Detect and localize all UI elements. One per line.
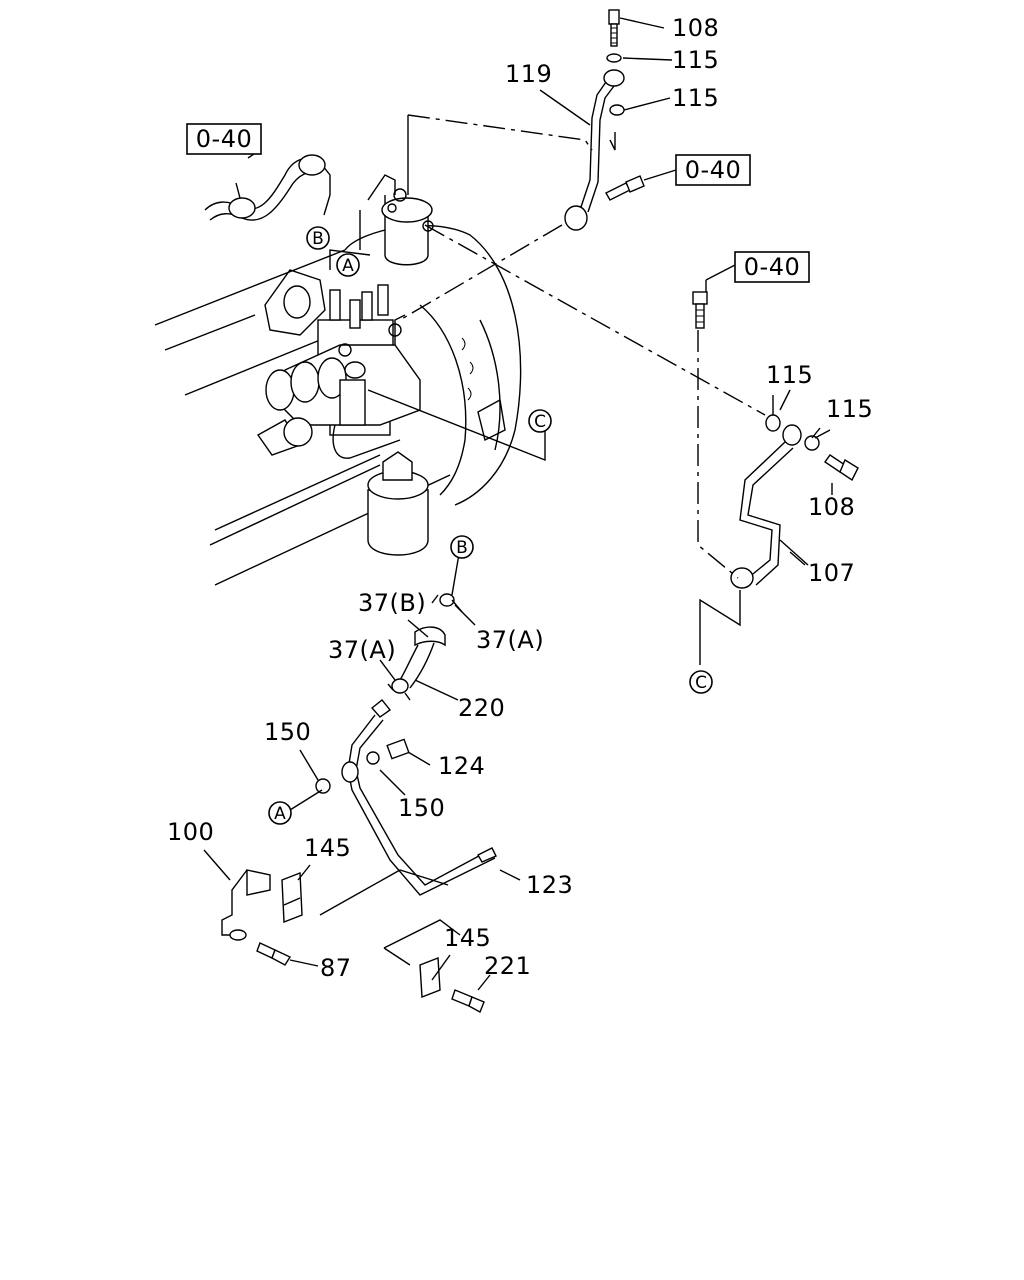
part-label-115-d[interactable]: 115 <box>826 395 873 423</box>
part-label-87[interactable]: 87 <box>320 954 352 982</box>
part-label-100[interactable]: 100 <box>167 818 214 846</box>
lower-fuel-filter <box>367 451 429 556</box>
part-label-220[interactable]: 220 <box>458 694 505 722</box>
ref-box-mid-label: 0-40 <box>685 156 741 184</box>
pipe-119-assembly <box>564 9 677 231</box>
pipe-107-assembly <box>692 291 859 589</box>
ref-box-right[interactable]: 0-40 <box>734 251 810 283</box>
callout-a-lower-label: A <box>274 804 286 824</box>
callout-b-upper[interactable]: B <box>306 226 330 250</box>
upper-fuel-filter <box>367 174 434 266</box>
part-label-37a-right[interactable]: 37(A) <box>476 626 544 654</box>
leader-lines <box>235 114 766 966</box>
injection-pump <box>256 284 421 459</box>
part-label-221[interactable]: 221 <box>484 952 531 980</box>
part-label-123[interactable]: 123 <box>526 871 573 899</box>
callout-a-lower[interactable]: A <box>268 801 292 825</box>
part-label-115-c[interactable]: 115 <box>766 361 813 389</box>
part-label-115-a[interactable]: 115 <box>672 46 719 74</box>
callout-b-lower-label: B <box>456 538 468 558</box>
ref-box-right-label: 0-40 <box>744 253 800 281</box>
return-hose-top-left <box>204 154 331 221</box>
part-label-37b[interactable]: 37(B) <box>358 589 426 617</box>
part-label-145-b[interactable]: 145 <box>444 924 491 952</box>
ref-box-left[interactable]: 0-40 <box>186 123 262 155</box>
label-leaders <box>203 89 831 991</box>
bracket-100 <box>221 869 292 966</box>
bracket-145-upper <box>281 871 303 924</box>
callout-c-upper-label: C <box>534 412 546 432</box>
part-label-150-a[interactable]: 150 <box>264 718 311 746</box>
callout-a-upper[interactable]: A <box>336 253 360 277</box>
ref-box-left-label: 0-40 <box>196 125 252 153</box>
part-label-37a-left[interactable]: 37(A) <box>328 636 396 664</box>
part-label-150-b[interactable]: 150 <box>398 794 445 822</box>
part-label-108-top[interactable]: 108 <box>672 14 719 42</box>
ref-box-mid[interactable]: 0-40 <box>675 154 751 186</box>
callout-a-upper-label: A <box>342 256 354 276</box>
part-label-107[interactable]: 107 <box>808 559 855 587</box>
part-label-145-a[interactable]: 145 <box>304 834 351 862</box>
part-label-115-b[interactable]: 115 <box>672 84 719 112</box>
bracket-145-lower <box>419 957 485 1013</box>
callout-b-upper-label: B <box>312 229 324 249</box>
callout-c-lower-label: C <box>695 673 707 693</box>
callout-c-upper[interactable]: C <box>528 409 552 433</box>
callout-b-lower[interactable]: B <box>450 535 474 559</box>
part-label-119[interactable]: 119 <box>505 60 552 88</box>
part-label-124[interactable]: 124 <box>438 752 485 780</box>
part-label-108-right[interactable]: 108 <box>808 493 855 521</box>
callout-c-lower[interactable]: C <box>689 670 713 694</box>
